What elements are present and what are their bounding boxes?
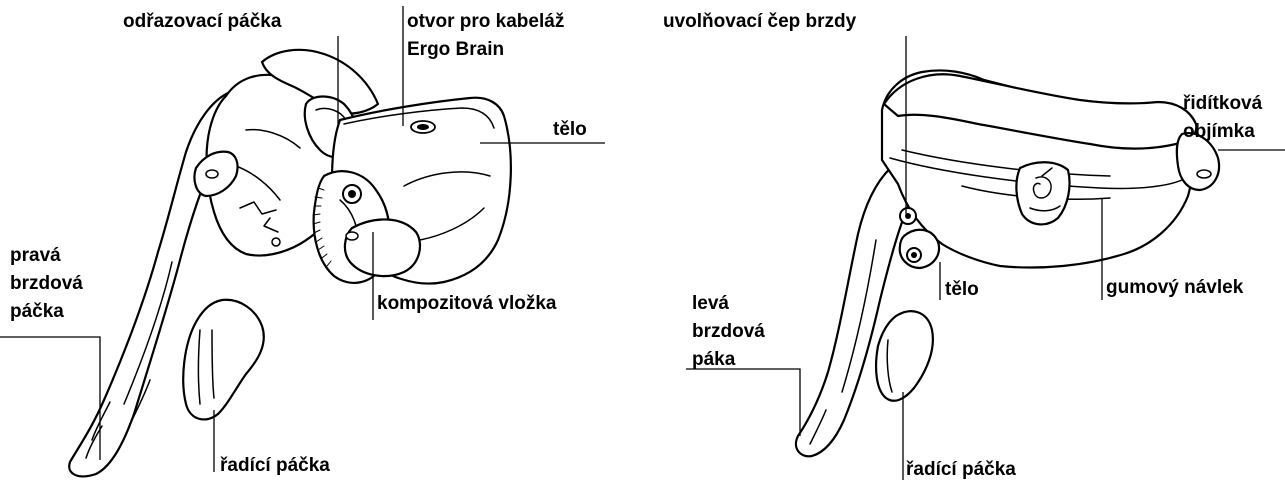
label-left-brake-line3: páka xyxy=(692,346,735,373)
label-left-brake-line2: brzdová xyxy=(692,318,765,345)
left-lever-drawing xyxy=(69,50,511,477)
label-right-body: tělo xyxy=(945,276,979,303)
label-rubber-hood: gumový návlek xyxy=(1106,274,1243,301)
label-right-brake-line3: páčka xyxy=(10,298,64,325)
left-shift-lever xyxy=(183,300,264,420)
label-left-shift-lever: řadící páčka xyxy=(220,452,330,479)
label-right-brake-line2: brzdová xyxy=(10,270,83,297)
label-right-brake-line1: pravá xyxy=(10,242,61,269)
right-lever-drawing xyxy=(796,70,1219,456)
label-release-lever: odřazovací páčka xyxy=(123,8,281,35)
label-left-body: tělo xyxy=(553,116,587,143)
label-clamp-line2: objímka xyxy=(1183,118,1255,145)
label-composite-insert: kompozitová vložka xyxy=(377,290,557,317)
label-cable-hole-line2: Ergo Brain xyxy=(407,36,504,63)
label-clamp-line1: řidítková xyxy=(1183,90,1262,117)
label-cable-hole-line1: otvor pro kabeláž xyxy=(407,8,564,35)
right-shift-lever xyxy=(876,311,933,401)
label-brake-release-pin: uvolňovací čep brzdy xyxy=(663,8,856,35)
label-left-brake-line1: levá xyxy=(692,290,729,317)
label-right-shift-lever: řadící páčka xyxy=(906,456,1016,483)
